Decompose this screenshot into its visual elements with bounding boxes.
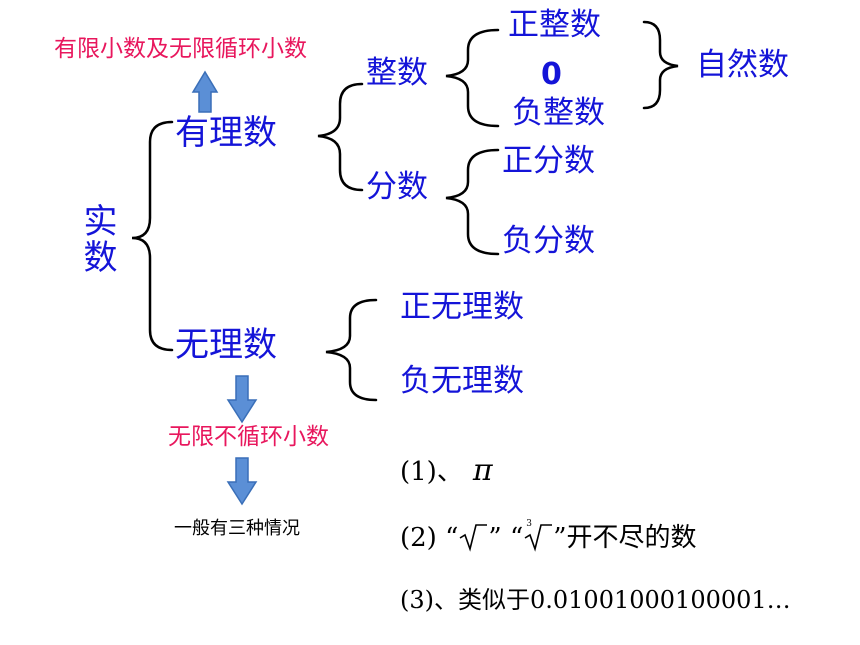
- case-2-quote-open-2: “: [509, 523, 524, 553]
- three-cases-label: 一般有三种情况: [174, 518, 300, 539]
- integer-label: 整数: [366, 55, 428, 91]
- natural-brace: [642, 20, 679, 110]
- rational-brace: [317, 82, 364, 192]
- integer-brace: [445, 28, 500, 128]
- neg-irrational-label: 负无理数: [400, 363, 524, 399]
- pos-fraction-label: 正分数: [502, 143, 595, 179]
- sqrt-symbol: [458, 522, 488, 552]
- cube-root-index: 3: [526, 519, 532, 529]
- down-arrow-2: [226, 457, 258, 506]
- down-arrow-1: [226, 375, 258, 424]
- case-1: (1)、 π: [400, 456, 493, 486]
- cube-root-symbol: 3: [523, 519, 553, 552]
- rational-label: 有理数: [175, 113, 277, 153]
- irrational-note: 无限不循环小数: [168, 424, 329, 450]
- root-label: 实数: [77, 203, 117, 275]
- root-brace: [131, 120, 174, 352]
- neg-fraction-label: 负分数: [502, 223, 595, 259]
- irrational-brace: [325, 298, 378, 402]
- fraction-label: 分数: [366, 169, 428, 205]
- case-2-prefix: (2): [400, 523, 437, 553]
- zero-label: 0: [541, 57, 562, 92]
- case-2-quote-close-1: ”: [488, 523, 502, 553]
- sqrt-icon: [459, 524, 488, 552]
- pi-symbol: π: [472, 453, 493, 488]
- up-arrow: [191, 70, 219, 113]
- cube-root-icon: [524, 524, 553, 552]
- case-3: (3)、类似于0.01001000100001…: [400, 586, 791, 614]
- irrational-label: 无理数: [175, 325, 277, 365]
- case-2-quote-open-1: “: [445, 523, 459, 553]
- natural-label: 自然数: [696, 47, 789, 83]
- case-1-prefix: (1)、: [400, 457, 463, 487]
- rational-note: 有限小数及无限循环小数: [54, 36, 307, 62]
- case-2-tail: ”开不尽的数: [553, 523, 697, 553]
- neg-integer-label: 负整数: [512, 95, 605, 131]
- fraction-brace: [445, 148, 500, 256]
- pos-irrational-label: 正无理数: [400, 289, 524, 325]
- pos-integer-label: 正整数: [508, 7, 601, 43]
- case-2: (2) “ ” “ 3 ”开不尽的数: [400, 519, 697, 553]
